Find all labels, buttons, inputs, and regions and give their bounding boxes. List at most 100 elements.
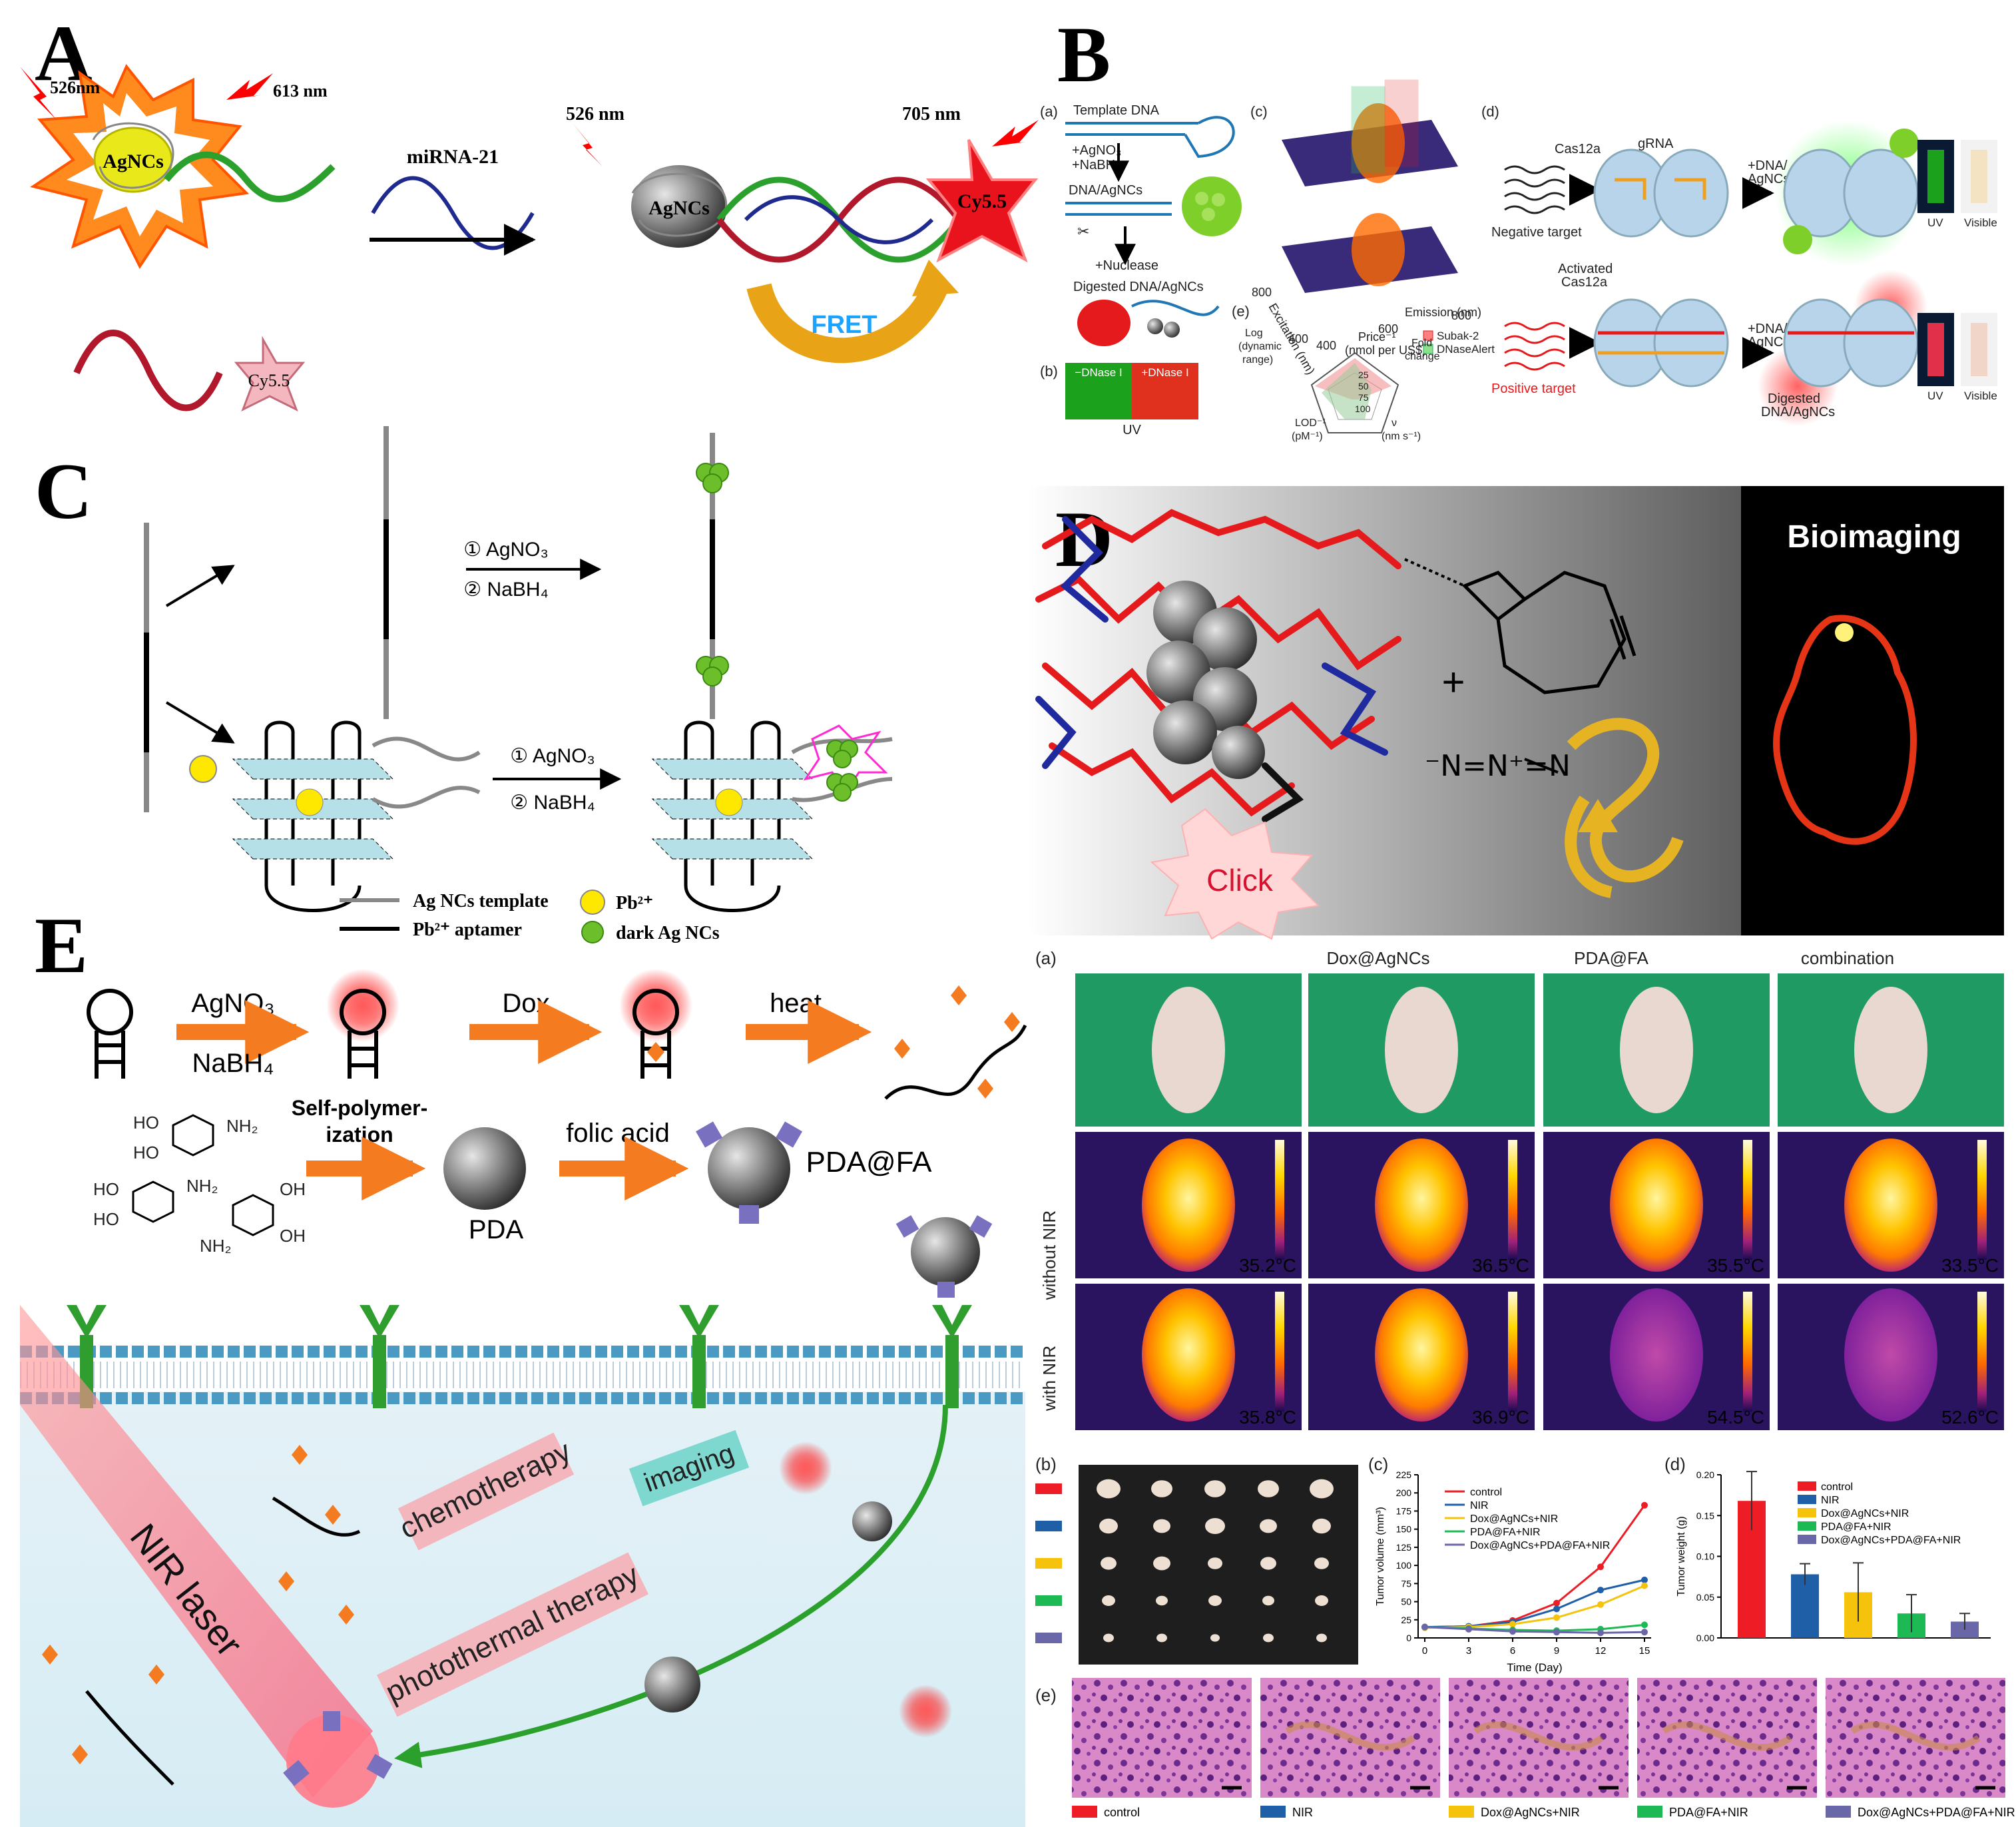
c-nabh4-2: ② NaBH₄ xyxy=(510,792,595,814)
plus-dna-label-b: +DNA/ xyxy=(1748,322,1788,336)
e-sub-a: (a) xyxy=(1035,948,1057,968)
data-point xyxy=(1641,1582,1648,1589)
selfpoly-label2: ization xyxy=(326,1123,393,1147)
legend-text: Dox@AgNCs+PDA@FA+NIR xyxy=(1858,1806,2015,1819)
cy55-label-big: Cy5.5 xyxy=(957,190,1007,212)
tumor xyxy=(1262,1595,1274,1606)
group-swatch xyxy=(1035,1483,1062,1494)
col-dox: Dox@AgNCs xyxy=(1327,948,1430,968)
radar-log: Log xyxy=(1245,328,1263,339)
series-line xyxy=(1424,1626,1645,1634)
legend-text: NIR xyxy=(1470,1500,1489,1511)
radar-nu: ν xyxy=(1391,417,1397,429)
radar-lod2: (pM⁻¹) xyxy=(1292,431,1323,442)
wavelength-526: 526nm xyxy=(50,78,100,97)
positive-target-strands xyxy=(1504,322,1565,371)
legend-text: control xyxy=(1470,1487,1502,1498)
b-sub-d: (d) xyxy=(1481,103,1499,120)
y-tick-label: 150 xyxy=(1396,1524,1412,1535)
cy55-star-small xyxy=(234,336,306,412)
x-axis-label: Time (Day) xyxy=(1507,1661,1562,1674)
panel-c: C ① AgNO₃ ② NaBH₄ xyxy=(35,426,893,943)
e-nabh4: NaBH₄ xyxy=(192,1049,274,1078)
temp-without-nir: 36.5°C xyxy=(1472,1255,1529,1276)
legend-pb: Pb²⁺ xyxy=(616,893,653,914)
digested-label: Digested DNA/AgNCs xyxy=(1073,280,1204,294)
legend-swatch xyxy=(1798,1508,1816,1517)
g-quadruplex-left xyxy=(264,720,362,912)
e-sub-c: (c) xyxy=(1368,1454,1388,1474)
legend-text: Dox@AgNCs+PDA@FA+NIR xyxy=(1821,1535,1961,1546)
legend-swatch xyxy=(1072,1806,1097,1818)
visible-label-d2: Visible xyxy=(1964,390,1997,402)
radar-fold2: change xyxy=(1405,351,1440,362)
template-dna-shape xyxy=(1065,122,1198,136)
wavelength-613: 613 nm xyxy=(273,81,328,101)
color-scale xyxy=(1508,1140,1517,1260)
color-scale xyxy=(1977,1292,1987,1412)
row-without-nir: without NIR xyxy=(1039,1210,1059,1300)
svg-text:HO: HO xyxy=(93,1179,119,1199)
tumor xyxy=(1260,1557,1276,1570)
tumor xyxy=(1102,1595,1115,1606)
price-label: Price⁻¹ xyxy=(1358,330,1396,344)
e-sub-e: (e) xyxy=(1035,1685,1057,1705)
data-point xyxy=(1509,1621,1516,1628)
legend-text: Dox@AgNCs+PDA@FA+NIR xyxy=(1470,1540,1610,1551)
y-tick-label: 125 xyxy=(1396,1542,1412,1553)
thermal-mouse xyxy=(1844,1288,1937,1422)
b-sub-a: (a) xyxy=(1040,103,1058,120)
legend-swatch xyxy=(1798,1535,1816,1544)
legend-text: Dox@AgNCs+NIR xyxy=(1481,1806,1580,1819)
y-tick-label: 175 xyxy=(1396,1505,1412,1516)
e-sub-b: (b) xyxy=(1035,1454,1057,1474)
activated-label2: Cas12a xyxy=(1561,275,1608,290)
data-point xyxy=(1553,1605,1560,1613)
lightning-icon xyxy=(573,123,603,166)
bioimaging-label: Bioimaging xyxy=(1787,519,1961,555)
tumor xyxy=(1310,1479,1334,1499)
e-agno3: AgNO₃ xyxy=(191,989,274,1018)
temp-with-nir: 52.6°C xyxy=(1941,1407,1999,1428)
mouse-body xyxy=(1620,987,1693,1113)
radar-nu2: (nm s⁻¹) xyxy=(1382,431,1421,442)
silver-spheres xyxy=(1146,581,1265,779)
tumor xyxy=(1153,1556,1170,1571)
y-tick-label: 0.05 xyxy=(1696,1592,1714,1603)
radar-lod: LOD⁻¹ xyxy=(1295,417,1326,429)
data-point xyxy=(1597,1587,1604,1594)
click-label: Click xyxy=(1206,863,1274,898)
fret-label: FRET xyxy=(811,311,877,339)
grna-label: gRNA xyxy=(1638,136,1674,151)
thermal-mouse xyxy=(1375,1288,1468,1422)
mouse-body xyxy=(1385,987,1458,1113)
legend-dark: dark Ag NCs xyxy=(616,923,720,943)
legend-swatch xyxy=(1637,1806,1662,1818)
subak-legend: Subak-2 xyxy=(1437,330,1479,342)
uv-label-d1: UV xyxy=(1927,216,1943,229)
mouse-body xyxy=(1854,987,1927,1113)
data-point xyxy=(1597,1563,1604,1571)
em-400: 400 xyxy=(1316,339,1336,352)
svg-text:OH: OH xyxy=(280,1179,306,1199)
pb-ion xyxy=(189,755,217,783)
y-tick-label: 0.15 xyxy=(1696,1510,1714,1521)
panel-label-b: B xyxy=(1057,10,1111,99)
y-tick-label: 0.10 xyxy=(1696,1551,1714,1562)
y-axis-label: Tumor volume (mm³) xyxy=(1375,1507,1386,1606)
cas12a-label: Cas12a xyxy=(1555,142,1601,156)
color-scale xyxy=(1977,1140,1987,1260)
thermal-mouse xyxy=(1375,1139,1468,1272)
radar-r25: 25 xyxy=(1358,370,1369,380)
temp-with-nir: 54.5°C xyxy=(1707,1407,1764,1428)
heated-pda xyxy=(286,1714,379,1808)
helix-strand-3 xyxy=(744,195,934,244)
cy55-star-big xyxy=(925,138,1039,263)
lipid-bilayer xyxy=(20,1346,1025,1404)
tumor xyxy=(1208,1595,1222,1606)
temp-without-nir: 33.5°C xyxy=(1941,1255,1999,1276)
data-point xyxy=(1641,1621,1648,1629)
legend-swatch xyxy=(1798,1521,1816,1531)
b-agno3: +AgNO₃ xyxy=(1072,143,1121,158)
